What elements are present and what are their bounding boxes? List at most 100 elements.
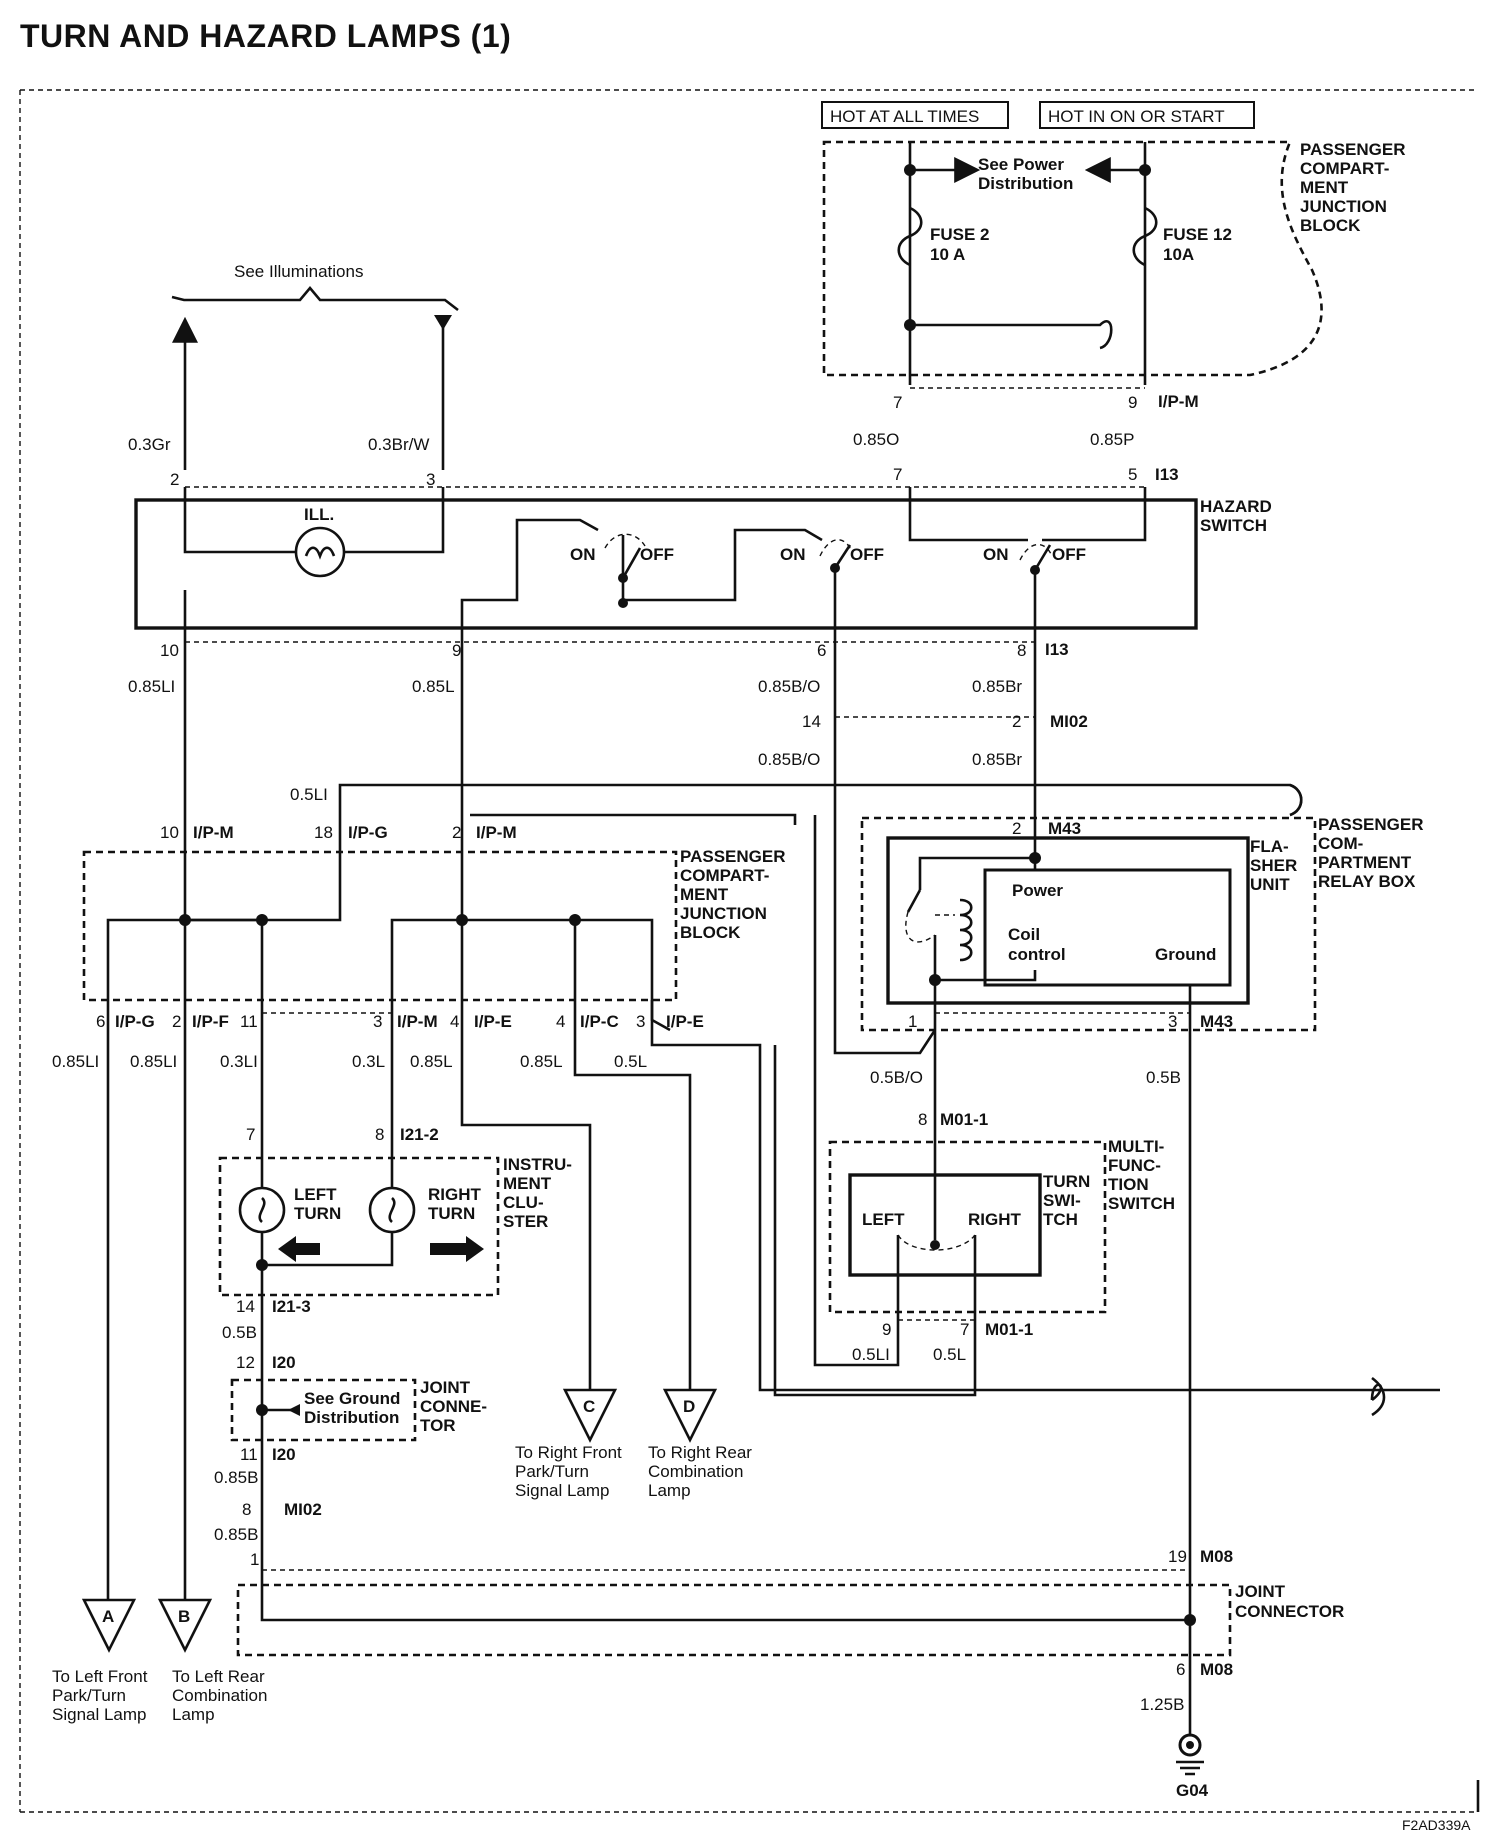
svg-text:11: 11 — [240, 1012, 258, 1031]
svg-text:FLA-: FLA- — [1250, 837, 1289, 856]
svg-text:0.85LI: 0.85LI — [128, 677, 175, 696]
svg-text:I/P-G: I/P-G — [115, 1012, 155, 1031]
svg-text:4: 4 — [450, 1012, 459, 1031]
svg-text:14: 14 — [236, 1297, 255, 1316]
svg-text:D: D — [683, 1397, 695, 1416]
svg-text:0.85L: 0.85L — [410, 1052, 453, 1071]
hazard-switch: HAZARD SWITCH — [134, 497, 1272, 630]
svg-text:2: 2 — [1012, 712, 1021, 731]
svg-text:10: 10 — [160, 823, 179, 842]
svg-text:TURN: TURN — [428, 1204, 475, 1223]
svg-text:JOINT: JOINT — [420, 1378, 471, 1397]
svg-text:0.3LI: 0.3LI — [220, 1052, 258, 1071]
right-turn-indicator: RIGHT TURN — [368, 1185, 484, 1262]
svg-text:RIGHT: RIGHT — [968, 1210, 1022, 1229]
svg-text:M01-1: M01-1 — [940, 1110, 988, 1129]
svg-text:8: 8 — [242, 1500, 251, 1519]
svg-text:0.85Br: 0.85Br — [972, 677, 1022, 696]
svg-text:7: 7 — [960, 1320, 969, 1339]
svg-text:To Left Front: To Left Front — [52, 1667, 148, 1686]
svg-text:Ground: Ground — [1155, 945, 1216, 964]
fuse-12: FUSE 12 10A — [1132, 206, 1232, 267]
svg-text:8: 8 — [375, 1125, 384, 1144]
wire-085P: 0.85P — [1090, 430, 1134, 449]
svg-text:12: 12 — [236, 1353, 255, 1372]
svg-text:Signal Lamp: Signal Lamp — [515, 1481, 610, 1500]
svg-text:BLOCK: BLOCK — [1300, 216, 1361, 235]
svg-text:M43: M43 — [1048, 819, 1081, 838]
fuse-2: FUSE 2 10 A — [897, 206, 990, 267]
svg-text:M08: M08 — [1200, 1547, 1233, 1566]
svg-text:0.5B: 0.5B — [222, 1323, 257, 1342]
wire-03BrW: 0.3Br/W — [368, 435, 429, 454]
svg-text:Combination: Combination — [648, 1462, 743, 1481]
passenger-junction-block-mid: PASSENGER COMPART- MENT JUNCTION BLOCK — [82, 847, 786, 1002]
svg-text:Lamp: Lamp — [648, 1481, 691, 1500]
svg-text:ON: ON — [983, 545, 1009, 564]
svg-text:Lamp: Lamp — [172, 1705, 215, 1724]
joint-connector-big: JOINT CONNECTOR — [236, 1582, 1344, 1657]
svg-text:I21-3: I21-3 — [272, 1297, 311, 1316]
svg-text:I20: I20 — [272, 1445, 296, 1464]
hot-in-on-or-start-tag: HOT IN ON OR START — [1039, 101, 1255, 129]
svg-text:RELAY BOX: RELAY BOX — [1318, 872, 1416, 891]
svg-text:19: 19 — [1168, 1547, 1187, 1566]
svg-text:I/P-G: I/P-G — [348, 823, 388, 842]
svg-text:control: control — [1008, 945, 1066, 964]
svg-text:18: 18 — [314, 823, 333, 842]
svg-text:1.25B: 1.25B — [1140, 1695, 1184, 1714]
svg-text:0.85Br: 0.85Br — [972, 750, 1022, 769]
svg-text:3: 3 — [1168, 1012, 1177, 1031]
svg-text:I20: I20 — [272, 1353, 296, 1372]
svg-text:1: 1 — [250, 1550, 259, 1569]
svg-text:Coil: Coil — [1008, 925, 1040, 944]
svg-text:10: 10 — [160, 641, 179, 660]
svg-text:3: 3 — [373, 1012, 382, 1031]
svg-text:MENT: MENT — [1300, 178, 1349, 197]
svg-text:SHER: SHER — [1250, 856, 1297, 875]
multifunction-switch: MULTI- FUNC- TION SWITCH TURN SWI- TCH L… — [828, 1137, 1175, 1314]
svg-text:8: 8 — [918, 1110, 927, 1129]
svg-text:MULTI-: MULTI- — [1108, 1137, 1164, 1156]
svg-text:G04: G04 — [1176, 1781, 1209, 1800]
svg-text:0.85LI: 0.85LI — [130, 1052, 177, 1071]
ill-label: ILL. — [304, 505, 334, 524]
svg-text:INSTRU-: INSTRU- — [503, 1155, 572, 1174]
passenger-junction-block-top: PASSENGER COMPART- MENT JUNCTION BLOCK — [822, 140, 1406, 377]
svg-text:PASSENGER: PASSENGER — [1318, 815, 1424, 834]
svg-text:FUNC-: FUNC- — [1108, 1156, 1161, 1175]
svg-text:HOT AT ALL TIMES: HOT AT ALL TIMES — [830, 107, 979, 126]
svg-text:TURN: TURN — [1043, 1172, 1090, 1191]
svg-text:9: 9 — [882, 1320, 891, 1339]
svg-text:I/P-M: I/P-M — [397, 1012, 438, 1031]
svg-text:To Right Rear: To Right Rear — [648, 1443, 752, 1462]
wire-03Gr: 0.3Gr — [128, 435, 171, 454]
ground-g04: G04 — [1176, 1733, 1209, 1800]
svg-text:I/P-F: I/P-F — [192, 1012, 229, 1031]
svg-text:Distribution: Distribution — [304, 1408, 399, 1427]
svg-text:9: 9 — [1128, 393, 1137, 412]
svg-text:7: 7 — [893, 465, 902, 484]
svg-text:10A: 10A — [1163, 245, 1194, 264]
svg-text:I/P-M: I/P-M — [1158, 392, 1199, 411]
svg-text:OFF: OFF — [1052, 545, 1086, 564]
svg-text:I/P-M: I/P-M — [476, 823, 517, 842]
svg-text:2: 2 — [452, 823, 461, 842]
hot-at-all-times-tag: HOT AT ALL TIMES — [821, 101, 1009, 129]
svg-text:3: 3 — [426, 470, 435, 489]
svg-text:I/P-C: I/P-C — [580, 1012, 619, 1031]
figure-code: F2AD339A — [1402, 1817, 1471, 1833]
svg-text:11: 11 — [240, 1445, 258, 1464]
svg-text:8: 8 — [1017, 641, 1026, 660]
svg-text:COMPART-: COMPART- — [1300, 159, 1389, 178]
page-title: TURN AND HAZARD LAMPS (1) — [20, 18, 512, 54]
output-a: A To Left Front Park/Turn Signal Lamp — [52, 1598, 148, 1724]
svg-text:ON: ON — [780, 545, 806, 564]
svg-text:Signal Lamp: Signal Lamp — [52, 1705, 147, 1724]
svg-text:M08: M08 — [1200, 1660, 1233, 1679]
svg-text:SWITCH: SWITCH — [1108, 1194, 1175, 1213]
svg-text:Park/Turn: Park/Turn — [515, 1462, 589, 1481]
output-c: C To Right Front Park/Turn Signal Lamp — [515, 1388, 622, 1500]
svg-text:0.5L: 0.5L — [933, 1345, 966, 1364]
